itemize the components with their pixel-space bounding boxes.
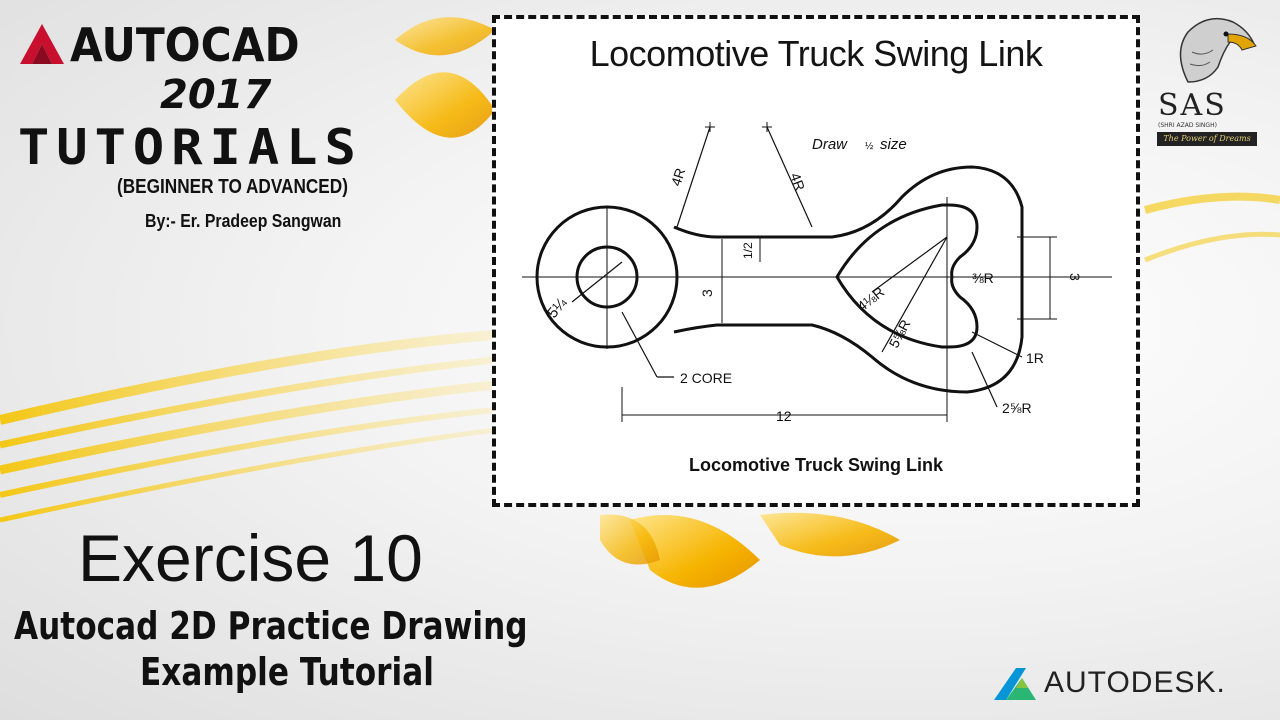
sas-small: (SHRI AZAD SINGH) [1158,122,1217,129]
eagle-logo-icon [1179,17,1257,83]
dim-4r-right: 4R [787,171,808,193]
brand-tutorials: TUTORIALS [18,119,363,177]
draw-size: size [880,136,907,153]
exercise-subtitle-2: Example Tutorial [140,650,434,694]
brand-author: By:- Er. Pradeep Sangwan [145,211,342,231]
dim-258: 2⅝R [1002,400,1032,416]
dim-half: 1/2 [741,242,755,259]
swing-link-drawing: Draw ½ size 4R 4R 1/2 3 3 5¼ 4⅛R 5⅝R ⅜R … [522,122,1112,424]
frame-title: Locomotive Truck Swing Link [589,33,1043,74]
drawing-caption: Locomotive Truck Swing Link [688,455,944,475]
dim-3-right: 3 [1067,273,1083,281]
brand-title: AUTOCAD [70,18,300,72]
drawing-frame: Locomotive Truck Swing Link [492,15,1140,507]
dim-4r-left: 4R [668,166,689,188]
yellow-streaks [0,192,1280,523]
yellow-petals [395,17,900,588]
dim-55: 5⅝R [886,317,914,351]
draw-half: ½ [865,141,874,152]
brand-subtitle: (BEGINNER TO ADVANCED) [117,176,348,198]
dim-5q: 5¼ [544,294,571,321]
dim-core: 2 CORE [680,370,732,386]
dim-1r: 1R [1026,350,1044,366]
dim-38: ⅜R [972,270,994,286]
dim-4q: 4⅛R [854,284,887,315]
dim-3-left: 3 [699,289,715,297]
sas-tagline: The Power of Dreams [1157,132,1257,146]
exercise-title: Exercise 10 [78,521,423,595]
dim-12: 12 [776,408,792,424]
autodesk-logo-icon [994,668,1036,700]
sas-text: SAS [1158,88,1227,123]
autocad-logo-icon [20,24,64,64]
autodesk-label: AUTODESK. [1044,666,1226,699]
exercise-subtitle-1: Autocad 2D Practice Drawing [14,604,528,648]
draw-note: Draw [812,136,848,153]
brand-year: 2017 [160,72,272,118]
